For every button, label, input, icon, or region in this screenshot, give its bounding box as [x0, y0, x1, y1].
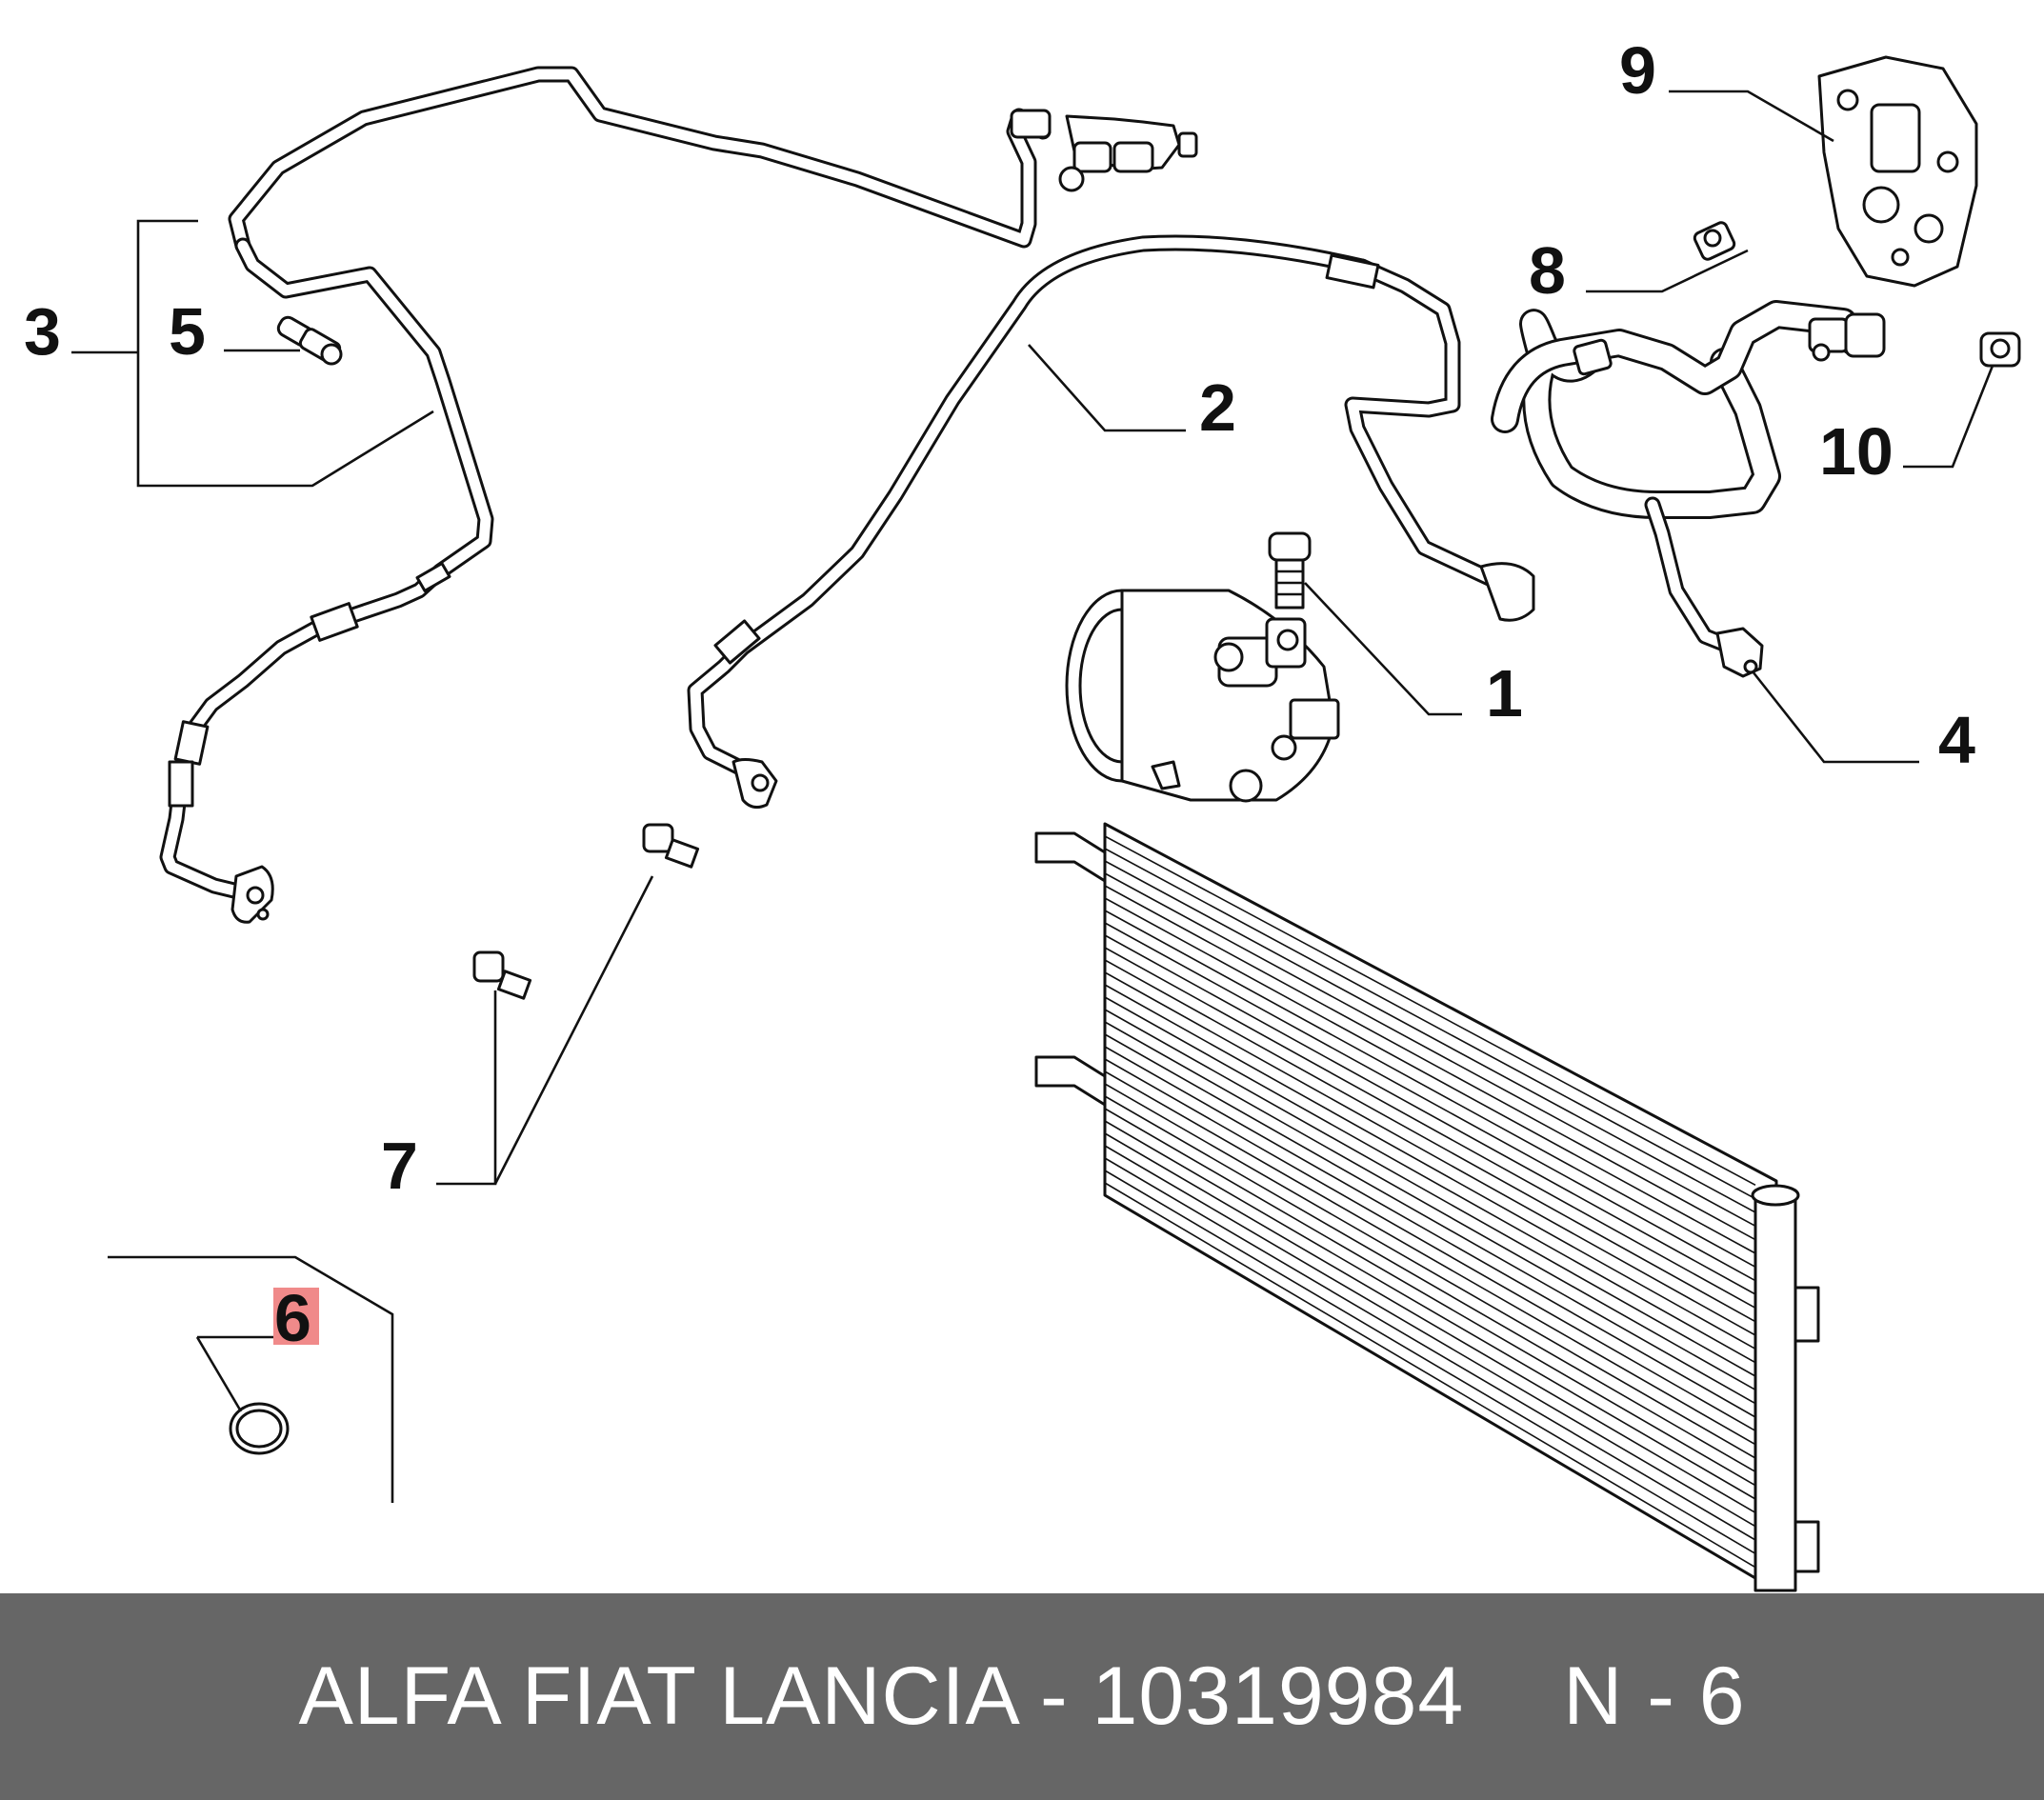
condenser-fin-line	[1104, 1145, 1756, 1528]
condenser-fin-line	[1104, 1120, 1756, 1500]
condenser-fin-line	[1104, 872, 1756, 1228]
callout-5: 5	[169, 294, 206, 369]
footer-bar: ALFA FIAT LANCIA - 10319984 N - 6	[0, 1593, 2044, 1800]
condenser-fin-line	[1104, 1157, 1756, 1541]
condenser-fin-line	[1104, 1070, 1756, 1446]
condenser-fin-line	[1104, 1182, 1756, 1569]
pipe-part-2	[687, 234, 1535, 810]
footer-brand-text: ALFA FIAT LANCIA - 10319984	[298, 1650, 1465, 1742]
callout-6-highlight	[273, 1288, 319, 1345]
condenser-fin-line	[1104, 1132, 1756, 1514]
condenser-fin-line	[1104, 1058, 1756, 1432]
o-ring-part-6	[229, 1402, 290, 1455]
condenser-fin-line	[1104, 971, 1756, 1336]
callout-6: 6	[274, 1281, 311, 1355]
valve-part-5	[276, 315, 343, 366]
footer-code-text: N - 6	[1563, 1650, 1746, 1742]
pipe-part-3	[159, 66, 1198, 924]
bolts-part-7	[472, 823, 700, 1000]
condenser-fin-line	[1104, 1033, 1756, 1405]
condenser-fin-line	[1104, 910, 1756, 1269]
condenser	[1034, 822, 1820, 1592]
condenser-fin-line	[1104, 885, 1756, 1241]
callout-4: 4	[1938, 703, 1975, 777]
condenser-fin-line	[1104, 1046, 1756, 1418]
callout-7: 7	[381, 1129, 418, 1203]
leader-lines	[71, 90, 1994, 1503]
condenser-fin-line	[1104, 934, 1756, 1295]
condenser-fin-line	[1104, 897, 1756, 1254]
condenser-fin-line	[1104, 996, 1756, 1364]
parts-diagram: 1 2 3 4 5 6 7 8 9 10	[24, 33, 2021, 1592]
plate-part-9	[1817, 55, 1978, 288]
condenser-fin-line	[1104, 1095, 1756, 1473]
condenser-fin-line	[1104, 922, 1756, 1282]
condenser-fin-line	[1104, 1170, 1756, 1555]
callout-3: 3	[24, 294, 61, 369]
condenser-fin-line	[1104, 1021, 1756, 1391]
callout-10: 10	[1819, 414, 1894, 489]
callout-8: 8	[1529, 233, 1566, 308]
condenser-fin-line	[1104, 835, 1756, 1187]
nut-part-8	[1693, 221, 1736, 261]
callout-9: 9	[1619, 33, 1656, 108]
compressor	[1065, 589, 1340, 803]
condenser-fin-line	[1104, 947, 1756, 1310]
condenser-fin-line	[1104, 860, 1756, 1213]
callout-1: 1	[1486, 656, 1523, 730]
condenser-fin-line	[1104, 959, 1756, 1323]
nut-part-10	[1979, 331, 2021, 368]
condenser-fin-line	[1104, 1009, 1756, 1377]
bolt-part-1	[1268, 531, 1312, 610]
callout-labels: 1 2 3 4 5 6 7 8 9 10	[24, 33, 1975, 1355]
condenser-fin-line	[1104, 984, 1756, 1350]
condenser-fin-line	[1104, 1108, 1756, 1487]
condenser-fin-line	[1104, 848, 1756, 1200]
condenser-fins	[1104, 835, 1756, 1569]
condenser-fin-line	[1104, 1083, 1756, 1459]
callout-2: 2	[1199, 370, 1236, 445]
hose-part-4	[1491, 300, 1886, 678]
